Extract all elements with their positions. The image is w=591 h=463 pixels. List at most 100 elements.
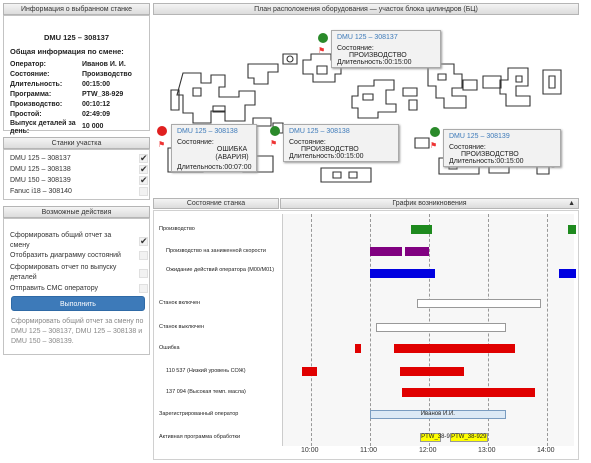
callout-duration-label: Длительность:	[337, 59, 385, 66]
callout-title[interactable]: DMU 125 – 308138	[177, 128, 238, 135]
tab-occurrence-chart-label: График возникновения	[392, 200, 467, 207]
flag-icon: ⚑	[270, 139, 278, 148]
gantt-row-label: Ожидание действий оператора (М00/М01)	[166, 267, 275, 273]
field-parts-key: Выпуск деталей за день:	[10, 120, 76, 135]
field-production-value: 00:10:12	[82, 101, 111, 108]
callout-state-value: ПРОИЗВОДСТВО	[301, 146, 359, 153]
gantt-bar[interactable]	[302, 367, 317, 376]
gantt-row-label: Производство	[159, 226, 195, 232]
gantt-row-label: Активная программа обработки	[159, 434, 241, 440]
machine-callout-308138[interactable]: DMU 125 – 308138 Состояние: ПРОИЗВОДСТВО…	[283, 124, 399, 162]
triangle-up-icon[interactable]: ▲	[568, 200, 575, 207]
action-checkbox[interactable]	[139, 251, 148, 260]
field-duration-key: Длительность:	[10, 81, 63, 88]
callout-title[interactable]: DMU 125 – 308137	[337, 34, 398, 41]
gantt-row-label: 137 094 (Высокая темп. масла)	[166, 389, 246, 395]
machine-callout-308139[interactable]: DMU 125 – 308139 Состояние: ПРОИЗВОДСТВО…	[443, 129, 561, 167]
gantt-bar[interactable]	[355, 344, 362, 353]
action-label: Отобразить диаграмму состояний	[10, 252, 121, 259]
gantt-bar[interactable]: PTW_38-929	[449, 433, 488, 442]
gantt-row-label: 110 537 (Низкий уровень СОЖ)	[166, 368, 246, 374]
station-checkbox[interactable]	[139, 187, 148, 196]
action-label: Отправить СМС оператору	[10, 285, 99, 292]
status-indicator-green-icon	[270, 126, 280, 136]
callout-duration-value: 00:07:00	[224, 164, 252, 171]
gantt-axis-tick-label: 14:00	[537, 447, 555, 454]
action-label: Сформировать отчет по выпуску деталей	[10, 264, 117, 281]
callout-title[interactable]: DMU 125 – 308139	[449, 133, 510, 140]
gantt-bar[interactable]	[567, 225, 576, 234]
action-shift-report[interactable]: Сформировать общий отчет за смену	[10, 231, 148, 251]
callout-state-value: ПРОИЗВОДСТВО	[461, 151, 519, 158]
selected-machine-header: Информация о выбранном станке	[3, 3, 150, 15]
gantt-bar[interactable]	[399, 367, 465, 376]
execute-button[interactable]: Выполнить	[11, 296, 145, 311]
actions-header-label: Возможные действия	[41, 209, 112, 216]
status-indicator-green-icon	[318, 33, 328, 43]
gantt-bar[interactable]	[402, 388, 536, 397]
field-parts-value: 10 000	[82, 123, 104, 130]
machine-callout-308137[interactable]: DMU 125 – 308137 Состояние: ПРОИЗВОДСТВО…	[331, 30, 441, 68]
gantt-gridline	[547, 214, 548, 446]
callout-state-label: Состояние:	[449, 144, 486, 151]
gantt-bar[interactable]	[375, 323, 506, 332]
shift-info-title: Общая информация по смене:	[10, 47, 124, 56]
gantt-gridline	[311, 214, 312, 446]
callout-duration-value: 00:15:00	[384, 59, 412, 66]
gantt-bar[interactable]	[417, 299, 542, 308]
action-parts-report[interactable]: Сформировать отчет по выпуску деталей	[10, 263, 148, 283]
gantt-axis-tick-label: 13:00	[478, 447, 496, 454]
gantt-bar[interactable]	[393, 344, 515, 353]
stations-header: Станки участка	[3, 137, 150, 149]
gantt-axis-tick-label: 12:00	[419, 447, 437, 454]
gantt-bar[interactable]: PTW_38-929	[420, 433, 457, 442]
gantt-bar[interactable]: Иванов И.И.	[370, 410, 506, 419]
station-label: Fanuc i18 – 308140	[10, 188, 72, 195]
action-checkbox[interactable]	[139, 236, 148, 246]
callout-duration-label: Длительность:	[177, 164, 225, 171]
gantt-bar[interactable]	[558, 269, 576, 278]
gantt-bar[interactable]	[405, 247, 429, 256]
flag-icon: ⚑	[318, 46, 326, 55]
machine-info-panel: DMU 125 – 308137 Общая информация по сме…	[3, 15, 150, 135]
station-checkbox[interactable]	[139, 175, 148, 186]
callout-title[interactable]: DMU 125 – 308138	[289, 128, 350, 135]
field-operator-key: Оператор:	[10, 61, 46, 68]
station-checkbox[interactable]	[139, 164, 148, 175]
tab-machine-state[interactable]: Состояние станка	[153, 198, 279, 209]
map-header-label: План расположения оборудования — участок…	[254, 6, 478, 13]
callout-state-label: Состояние:	[289, 139, 326, 146]
callout-state-label: Состояние:	[337, 45, 374, 52]
station-label: DMU 125 – 308137	[10, 155, 71, 162]
gantt-row-label: Станок выключен	[159, 324, 205, 330]
callout-state-value: ОШИБКА (АВАРИЯ)	[215, 146, 249, 161]
action-checkbox[interactable]	[139, 269, 148, 278]
station-checkbox[interactable]	[139, 153, 148, 164]
action-summary-note: Сформировать общий отчет за смену по DMU…	[11, 318, 144, 345]
floor-plan-map[interactable]: ⚑ DMU 125 – 308137 Состояние: ПРОИЗВОДСТ…	[153, 18, 579, 194]
tab-occurrence-chart[interactable]: График возникновения ▲	[280, 198, 579, 209]
gantt-bar[interactable]	[411, 225, 432, 234]
station-item-308137[interactable]: DMU 125 – 308137	[10, 153, 148, 164]
station-item-308140[interactable]: Fanuc i18 – 308140	[10, 187, 148, 196]
actions-panel: Сформировать общий отчет за смену Отобра…	[3, 218, 150, 355]
gantt-row-label: Ошибка	[159, 345, 180, 351]
station-label: DMU 150 – 308139	[10, 177, 71, 184]
callout-duration-label: Длительность:	[449, 158, 497, 165]
field-program-value: PTW_38-929	[82, 91, 124, 98]
gantt-axis-tick-label: 11:00	[360, 447, 377, 454]
machine-callout-308138-error[interactable]: DMU 125 – 308138 Состояние: ОШИБКА (АВАР…	[171, 124, 257, 172]
action-checkbox[interactable]	[139, 284, 148, 293]
callout-duration-value: 00:15:00	[496, 158, 524, 165]
field-state-value: Производство	[82, 71, 132, 78]
action-send-sms[interactable]: Отправить СМС оператору	[10, 284, 148, 293]
action-state-diagram[interactable]: Отобразить диаграмму состояний	[10, 251, 148, 260]
station-item-308138[interactable]: DMU 125 – 308138	[10, 164, 148, 175]
field-program-key: Программа:	[10, 91, 52, 98]
gantt-bar[interactable]	[370, 247, 403, 256]
status-indicator-green-icon	[430, 127, 440, 137]
gantt-bar[interactable]	[370, 269, 435, 278]
callout-state-value: ПРОИЗВОДСТВО	[349, 52, 407, 59]
field-production-key: Производство:	[10, 101, 63, 108]
station-item-308139[interactable]: DMU 150 – 308139	[10, 175, 148, 186]
